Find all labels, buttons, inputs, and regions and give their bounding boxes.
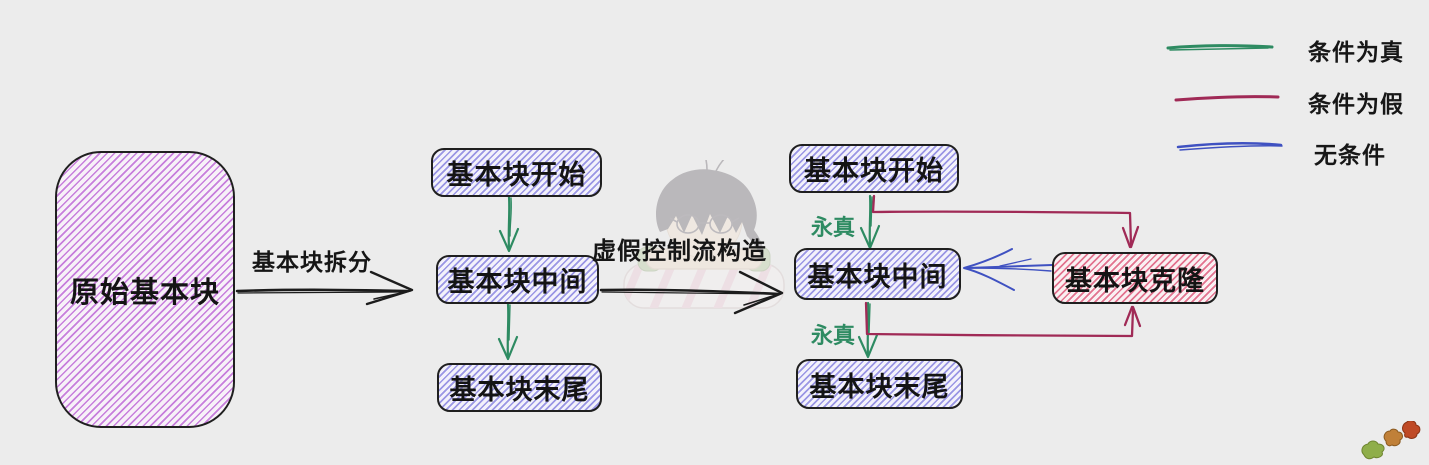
legend-line-false [1174, 95, 1280, 102]
legend-label-true: 条件为真 [1308, 39, 1404, 65]
false-edge-middle-to-clone [864, 301, 1142, 338]
node-split-start-label: 基本块开始 [446, 160, 587, 190]
split-seq-arrow-2 [497, 302, 519, 361]
conan-watermark-drawing [623, 152, 785, 309]
leaves-drawing [1361, 420, 1421, 460]
node-original-block-label: 原始基本块 [69, 276, 220, 309]
legend-label-uncond: 无条件 [1314, 142, 1386, 168]
true-edge-start-to-middle [859, 194, 881, 250]
node-split-start: 基本块开始 [431, 148, 602, 197]
legend-label-false: 条件为假 [1308, 91, 1404, 117]
conan-watermark [618, 152, 790, 316]
legend-line-uncond [1176, 142, 1283, 151]
node-split-middle-label: 基本块中间 [447, 267, 588, 297]
always-true-label-top: 永真 [811, 215, 856, 240]
node-split-middle: 基本块中间 [436, 255, 599, 304]
split-transform-label: 基本块拆分 [252, 249, 372, 275]
node-clone-block-label: 基本块克隆 [1065, 265, 1205, 296]
node-bogus-end: 基本块末尾 [796, 359, 963, 409]
false-edge-start-to-clone [871, 194, 1140, 249]
node-split-end-label: 基本块末尾 [449, 375, 590, 405]
always-true-label-bottom: 永真 [811, 323, 856, 348]
true-edge-middle-to-end [857, 301, 879, 359]
leaves-sticker [1358, 420, 1422, 461]
node-split-end: 基本块末尾 [437, 363, 602, 412]
uncond-edge-clone-to-middle [963, 248, 1053, 291]
node-bogus-start: 基本块开始 [789, 144, 959, 193]
split-seq-arrow-1 [498, 195, 520, 253]
node-bogus-end-label: 基本块末尾 [809, 371, 950, 402]
node-bogus-middle: 基本块中间 [794, 248, 961, 300]
node-clone-block: 基本块克隆 [1052, 252, 1218, 304]
node-bogus-middle-label: 基本块中间 [807, 261, 948, 292]
bogus-transform-label: 虚假控制流构造 [592, 238, 767, 265]
node-bogus-start-label: 基本块开始 [804, 156, 944, 186]
legend-line-true [1166, 44, 1274, 51]
node-original-block: 原始基本块 [55, 151, 235, 428]
